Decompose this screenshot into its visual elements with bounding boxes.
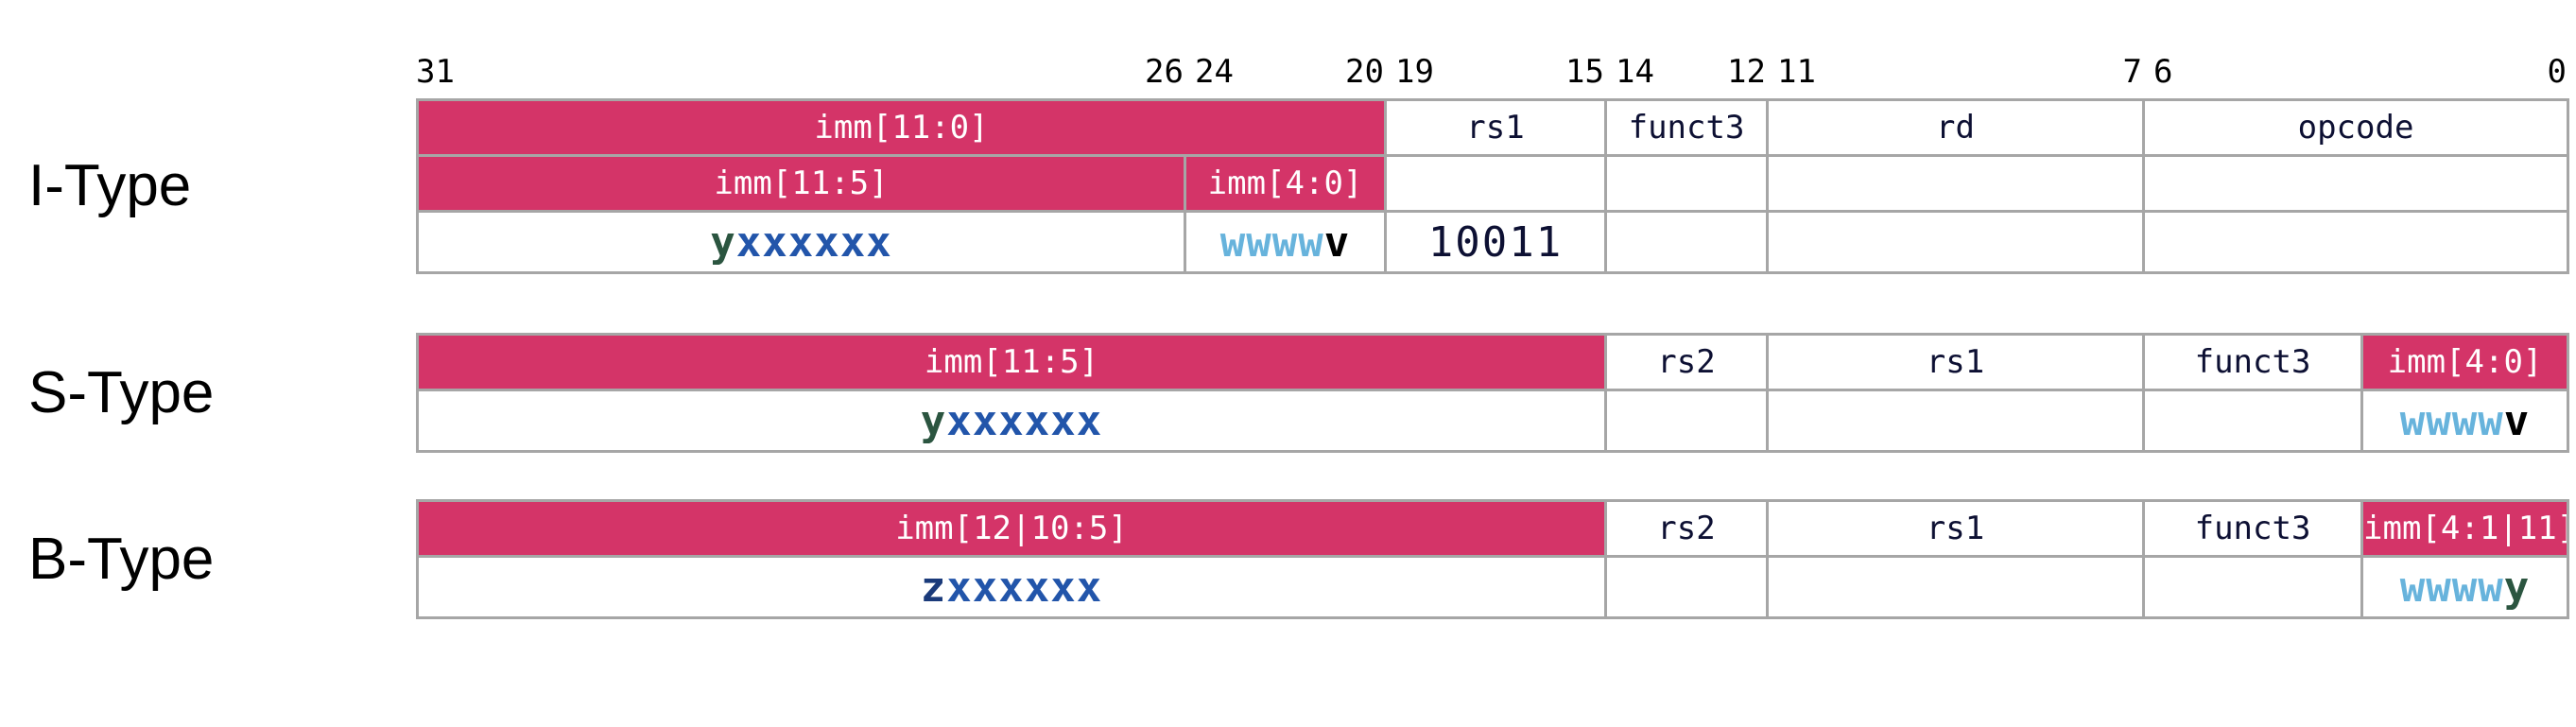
bit-number-15: 15	[1565, 53, 1604, 91]
value-glyph-black: v	[2503, 396, 2531, 445]
format-label-i-type: I-Type	[28, 153, 192, 218]
bit-number-11: 11	[1777, 53, 1816, 91]
value-cell-encoded: zxxxxxx	[415, 555, 1608, 619]
value-glyph-green: y	[710, 217, 736, 267]
table-row: imm[12|10:5]rs2rs1funct3imm[4:1|11]opcod…	[415, 499, 2570, 558]
value-cell-empty	[1604, 555, 1770, 619]
value-glyph-ltblue: wwww	[2399, 563, 2504, 612]
field-cell-imm-4-1-11-: imm[4:1|11]	[2360, 499, 2570, 558]
bit-number-26: 26	[1145, 53, 1184, 91]
value-cell-empty	[2142, 555, 2364, 619]
value-cell-empty	[1766, 555, 2146, 619]
field-cell-imm-12-10-5-: imm[12|10:5]	[415, 499, 1608, 558]
bit-number-7: 7	[2122, 53, 2142, 91]
field-cell-funct3: funct3	[2142, 499, 2364, 558]
value-glyph-navy: z	[920, 563, 947, 612]
field-cell-rs2: rs2	[1604, 333, 1770, 391]
format-label-b-type: B-Type	[28, 526, 215, 592]
bit-number-0: 0	[2547, 53, 2567, 91]
value-cell-empty	[2142, 389, 2364, 453]
bit-number-31: 31	[416, 53, 455, 91]
bit-number-19: 19	[1395, 53, 1434, 91]
format-table-s-type: imm[11:5]rs2rs1funct3imm[4:0]opcodeyxxxx…	[415, 333, 2570, 453]
field-cell-rs1: rs1	[1766, 333, 2146, 391]
value-glyph-green: y	[920, 396, 947, 445]
bit-number-12: 12	[1727, 53, 1766, 91]
field-cell-funct3: funct3	[1604, 98, 1770, 157]
table-row: zxxxxxx wwwwy	[415, 555, 2570, 619]
field-cell-empty	[2142, 154, 2570, 213]
bit-number-14: 14	[1616, 53, 1654, 91]
value-glyph-blue: xxxxxx	[735, 217, 892, 267]
field-cell-imm-11-0-: imm[11:0]	[415, 98, 1388, 157]
value-glyph-blue: xxxxxx	[946, 563, 1103, 612]
field-cell-opcode: opcode	[2142, 98, 2570, 157]
field-cell-imm-11-5-: imm[11:5]	[416, 154, 1186, 213]
bit-number-20: 20	[1345, 53, 1384, 91]
value-cell-encoded: yxxxxxx	[416, 210, 1186, 274]
value-cell-literal: 10011	[1384, 210, 1608, 274]
value-cell-encoded: wwwwv	[1183, 210, 1388, 274]
value-cell-empty	[1766, 389, 2146, 453]
field-cell-rs2: rs2	[1604, 499, 1770, 558]
field-cell-empty	[1604, 154, 1770, 213]
field-cell-rs1: rs1	[1384, 98, 1608, 157]
value-glyph-blue: xxxxxx	[946, 396, 1103, 445]
field-cell-rd: rd	[1766, 98, 2146, 157]
value-glyph-ltblue: wwww	[1219, 217, 1324, 267]
value-glyph-black: v	[1323, 217, 1351, 267]
value-cell-empty	[1604, 210, 1770, 274]
value-cell-empty	[2142, 210, 2570, 274]
format-table-b-type: imm[12|10:5]rs2rs1funct3imm[4:1|11]opcod…	[415, 499, 2570, 619]
table-row: yxxxxxx wwwwv	[415, 389, 2570, 453]
field-cell-empty	[1766, 154, 2146, 213]
field-cell-funct3: funct3	[2142, 333, 2364, 391]
format-label-s-type: S-Type	[28, 359, 215, 425]
table-row: imm[11:5]imm[4:0]	[416, 154, 2570, 213]
field-cell-rs1: rs1	[1766, 499, 2146, 558]
field-cell-imm-4-0-: imm[4:0]	[2360, 333, 2570, 391]
value-cell-encoded: yxxxxxx	[415, 389, 1608, 453]
bit-number-24: 24	[1195, 53, 1234, 91]
value-cell-encoded: wwwwy	[2360, 555, 2570, 619]
value-cell-empty	[1604, 389, 1770, 453]
value-glyph-green: y	[2503, 563, 2531, 612]
field-cell-imm-4-0-: imm[4:0]	[1183, 154, 1388, 213]
value-cell-encoded: wwwwv	[2360, 389, 2570, 453]
value-glyph-ltblue: wwww	[2399, 396, 2504, 445]
bit-number-6: 6	[2153, 53, 2173, 91]
field-cell-imm-11-5-: imm[11:5]	[415, 333, 1608, 391]
value-cell-empty	[1766, 210, 2146, 274]
field-cell-empty	[1384, 154, 1608, 213]
